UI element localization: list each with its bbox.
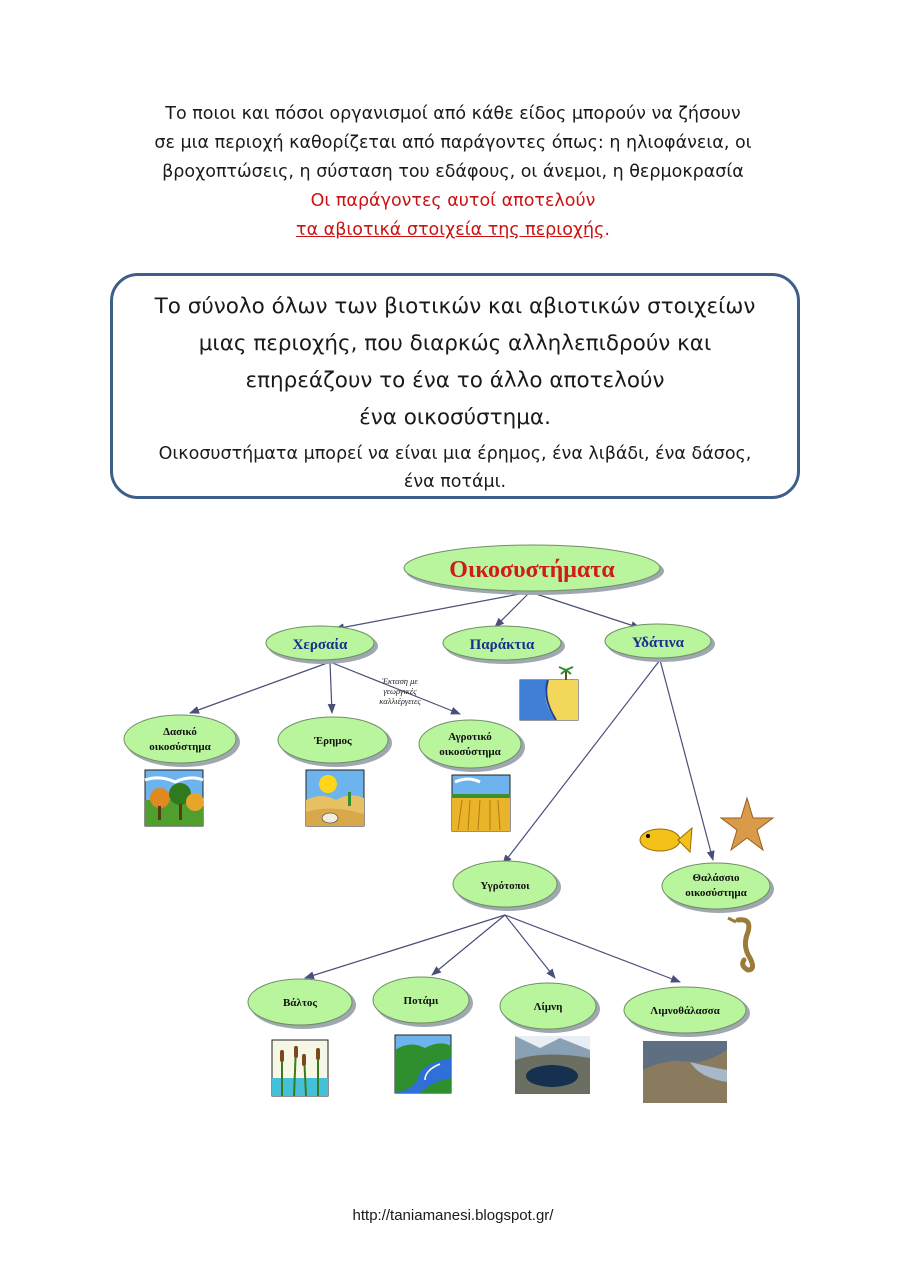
seahorse-icon (727, 916, 756, 973)
arrow-wetlands-lagoon (504, 914, 681, 983)
node-wetlands-label: Υγρότοποι (480, 880, 530, 892)
intro-paragraph: Το ποιοι και πόσοι οργανισμοί από κάθε ε… (0, 100, 906, 245)
node-marine: Θαλάσσιο οικοσύστημα (661, 862, 774, 913)
definition-line-1: Το σύνολο όλων των βιοτικών και αβιοτικώ… (154, 294, 756, 319)
node-ecosystems: Οικοσυστήματα (403, 544, 664, 595)
intro-line-3: βροχοπτώσεις, η σύσταση του εδάφους, οι … (162, 162, 744, 182)
node-lake: Λίμνη (499, 982, 600, 1033)
arrow-terrestrial-forest (189, 661, 331, 714)
agricultural-note: Έκταση με γεωργικές καλλιέργειες (379, 676, 421, 706)
note-line-2: γεωργικές (383, 686, 417, 696)
ecosystem-definition-box: Το σύνολο όλων των βιοτικών και αβιοτικώ… (110, 273, 800, 499)
coastal-picture (519, 666, 579, 721)
map-connectors (189, 591, 715, 983)
node-desert: Έρημος (277, 716, 392, 767)
fish-icon (639, 826, 693, 854)
node-lagoon-label: Λιμνοθάλασσα (650, 1005, 720, 1017)
definition-line-2: μιας περιοχής, που διαρκώς αλληλεπιδρούν… (198, 331, 712, 356)
arrow-aquatic-wetlands (502, 659, 661, 865)
abiotic-statement-period: . (604, 220, 610, 240)
arrow-wetlands-lake (504, 914, 556, 979)
note-line-1: Έκταση με (381, 676, 418, 686)
starfish-icon (719, 796, 775, 852)
node-desert-label: Έρημος (313, 735, 352, 747)
node-forest-label-2: οικοσύστημα (149, 741, 211, 753)
node-terrestrial: Χερσαία (265, 625, 378, 664)
arrow-root-coastal (494, 591, 531, 628)
definition-line-4: ένα οικοσύστημα. (359, 405, 551, 430)
forest-picture (144, 769, 204, 827)
node-ecosystems-label: Οικοσυστήματα (449, 557, 615, 583)
arrow-terrestrial-desert (327, 661, 336, 714)
node-agricultural-label-2: οικοσύστημα (439, 746, 501, 758)
node-lagoon: Λιμνοθάλασσα (623, 986, 750, 1037)
arrow-wetlands-marsh (304, 914, 506, 980)
node-aquatic: Υδάτινα (604, 623, 715, 662)
abiotic-statement-line-2-wrap: τα αβιοτικά στοιχεία της περιοχής. (0, 216, 906, 245)
examples-line-1: Οικοσυστήματα μπορεί να είναι μια έρημος… (158, 444, 752, 464)
arrow-wetlands-river (431, 914, 506, 976)
examples-line-2: ένα ποτάμι. (403, 472, 507, 492)
lagoon-picture (643, 1041, 727, 1103)
arrow-aquatic-marine (659, 659, 715, 861)
abiotic-statement-line-1: Οι παράγοντες αυτοί αποτελούν (310, 191, 596, 211)
node-terrestrial-label: Χερσαία (293, 637, 348, 653)
node-marsh-label: Βάλτος (283, 997, 317, 1009)
desert-picture (305, 769, 365, 827)
node-forest: Δασικό οικοσύστημα (123, 714, 240, 767)
footer-url[interactable]: http://taniamanesi.blogspot.gr/ (352, 1207, 554, 1224)
agricultural-picture (451, 774, 511, 832)
arrow-root-terrestrial (334, 591, 531, 632)
ecosystems-concept-map: Οικοσυστήματα Χερσαία Παράκτια Υδάτινα Δ… (123, 544, 775, 1103)
note-line-3: καλλιέργειες (379, 696, 421, 706)
node-forest-label-1: Δασικό (163, 726, 197, 738)
marsh-picture (271, 1039, 329, 1097)
arrow-root-aquatic (529, 591, 641, 630)
node-wetlands: Υγρότοποι (452, 860, 561, 911)
node-lake-label: Λίμνη (534, 1001, 563, 1013)
lake-picture (515, 1036, 590, 1094)
node-agricultural-label-1: Αγροτικό (448, 731, 492, 743)
node-aquatic-label: Υδάτινα (632, 635, 685, 651)
node-marsh: Βάλτος (247, 978, 356, 1029)
node-coastal: Παράκτια (442, 625, 565, 664)
node-marine-label-1: Θαλάσσιο (692, 872, 740, 884)
intro-line-1: Το ποιοι και πόσοι οργανισμοί από κάθε ε… (165, 104, 741, 124)
node-marine-label-2: οικοσύστημα (685, 887, 747, 899)
node-river: Ποτάμι (372, 976, 473, 1027)
definition-line-3: επηρεάζουν το ένα το άλλο αποτελούν (245, 368, 665, 393)
river-picture (394, 1034, 452, 1094)
node-agricultural: Αγροτικό οικοσύστημα (418, 719, 525, 772)
node-coastal-label: Παράκτια (470, 637, 535, 653)
abiotic-statement-line-2: τα αβιοτικά στοιχεία της περιοχής (296, 220, 605, 240)
node-river-label: Ποτάμι (404, 995, 440, 1007)
arrow-terrestrial-agro (329, 661, 461, 715)
intro-line-2: σε μια περιοχή καθορίζεται από παράγοντε… (154, 133, 752, 153)
